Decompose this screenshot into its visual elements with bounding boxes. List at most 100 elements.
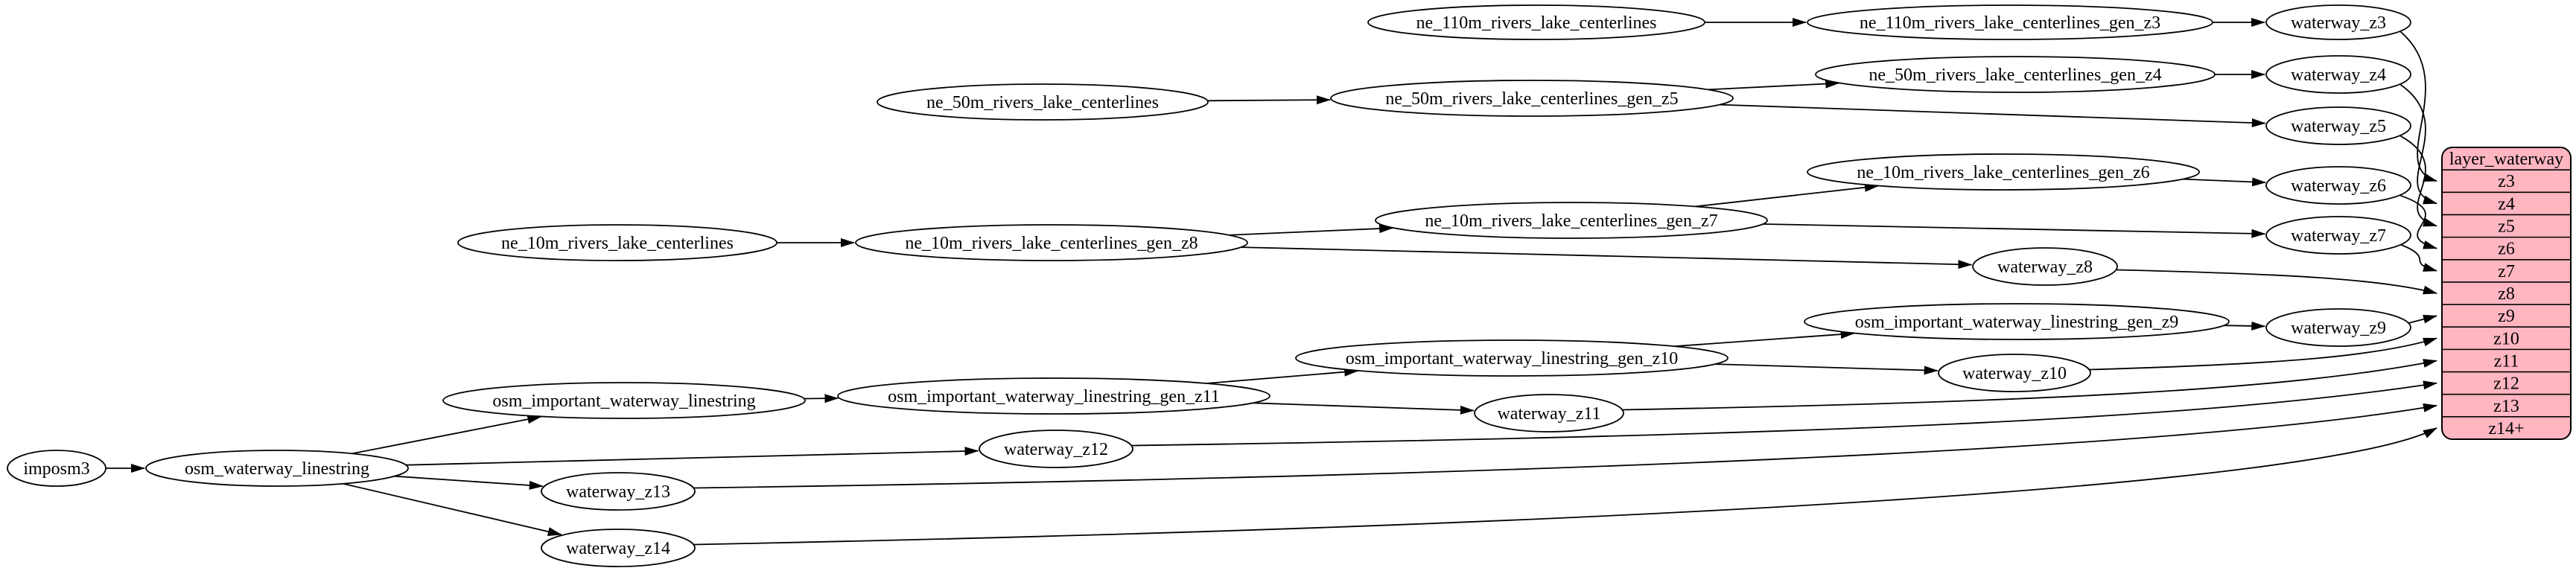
record-node-layer-waterway: layer_waterwayz3z4z5z6z7z8z9z10z11z12z13… — [2441, 147, 2572, 440]
node-shape-osm_important_waterway_linestring — [442, 382, 806, 419]
edge-waterway_z5-to-layer_waterway-z5 — [2400, 135, 2437, 227]
record-row-z13: z13 — [2493, 397, 2519, 416]
record-title: layer_waterway — [2449, 150, 2563, 169]
edge-osm_important_waterway_linestring_gen_z10-to-osm_important_waterway_linestring_gen_z9 — [1674, 330, 1855, 348]
edge-osm_waterway_linestring-to-osm_important_waterway_linestring — [352, 415, 542, 455]
node-label-waterway_z7: waterway_z7 — [2291, 226, 2386, 246]
record-row-z8: z8 — [2498, 284, 2515, 304]
edge-waterway_z14-to-layer_waterway-z14+ — [693, 427, 2437, 546]
node-shape-imposm3 — [7, 450, 106, 487]
node-shape-osm_important_waterway_linestring_gen_z9 — [1804, 303, 2230, 340]
record-row-z9: z9 — [2498, 307, 2515, 326]
node-shape-waterway_z6 — [2265, 166, 2411, 205]
node-shape-waterway_z4 — [2265, 55, 2411, 94]
node-shape-waterway_z9 — [2265, 308, 2411, 347]
edge-ne_50m_rivers_lake_centerlines_gen_z5-to-waterway_z5 — [1719, 103, 2266, 127]
node-label-waterway_z4: waterway_z4 — [2291, 66, 2386, 85]
edge-ne_10m_rivers_lake_centerlines_gen_z7-to-ne_10m_rivers_lake_centerlines_gen_z6 — [1694, 182, 1879, 208]
node-shape-osm_waterway_linestring — [145, 450, 409, 487]
node-shape-ne_10m_rivers_lake_centerlines_gen_z6 — [1807, 153, 2200, 191]
edge-osm_waterway_linestring-to-waterway_z13 — [394, 475, 544, 490]
node-ne_50m_rivers_lake_centerlines_gen_z4: ne_50m_rivers_lake_centerlines_gen_z4 — [1815, 56, 2216, 93]
node-ne_110m_rivers_lake_centerlines: ne_110m_rivers_lake_centerlines — [1367, 4, 1705, 40]
node-ne_10m_rivers_lake_centerlines_gen_z8: ne_10m_rivers_lake_centerlines_gen_z8 — [855, 224, 1248, 261]
node-label-ne_110m_rivers_lake_centerlines: ne_110m_rivers_lake_centerlines — [1416, 13, 1657, 33]
node-waterway_z12: waterway_z12 — [979, 430, 1133, 468]
node-shape-waterway_z8 — [1972, 247, 2118, 286]
node-osm_important_waterway_linestring: osm_important_waterway_linestring — [442, 382, 806, 419]
edge-osm_important_waterway_linestring-to-osm_important_waterway_linestring_gen_z11 — [804, 394, 839, 403]
edge-ne_10m_rivers_lake_centerlines_gen_z6-to-waterway_z6 — [2182, 177, 2267, 187]
node-ne_10m_rivers_lake_centerlines: ne_10m_rivers_lake_centerlines — [457, 224, 777, 261]
edge-waterway_z13-to-layer_waterway-z13 — [693, 403, 2437, 489]
node-ne_110m_rivers_lake_centerlines_gen_z3: ne_110m_rivers_lake_centerlines_gen_z3 — [1807, 4, 2213, 40]
node-shape-ne_110m_rivers_lake_centerlines — [1367, 4, 1705, 40]
node-ne_10m_rivers_lake_centerlines_gen_z6: ne_10m_rivers_lake_centerlines_gen_z6 — [1807, 153, 2200, 191]
node-shape-waterway_z3 — [2265, 4, 2411, 40]
node-ne_10m_rivers_lake_centerlines_gen_z7: ne_10m_rivers_lake_centerlines_gen_z7 — [1375, 202, 1768, 239]
node-shape-ne_50m_rivers_lake_centerlines_gen_z4 — [1815, 56, 2216, 93]
edge-osm_important_waterway_linestring_gen_z9-to-waterway_z9 — [2224, 321, 2266, 331]
node-label-ne_50m_rivers_lake_centerlines_gen_z4: ne_50m_rivers_lake_centerlines_gen_z4 — [1869, 66, 2161, 85]
node-imposm3: imposm3 — [7, 450, 106, 487]
node-label-waterway_z6: waterway_z6 — [2291, 176, 2386, 196]
node-label-waterway_z5: waterway_z5 — [2291, 117, 2386, 136]
record-row-z4: z4 — [2498, 194, 2515, 214]
node-label-ne_10m_rivers_lake_centerlines_gen_z8: ne_10m_rivers_lake_centerlines_gen_z8 — [905, 234, 1198, 253]
node-shape-ne_10m_rivers_lake_centerlines — [457, 224, 777, 261]
node-label-waterway_z10: waterway_z10 — [1962, 364, 2067, 383]
node-label-ne_50m_rivers_lake_centerlines: ne_50m_rivers_lake_centerlines — [926, 93, 1159, 112]
node-waterway_z11: waterway_z11 — [1474, 394, 1624, 433]
node-shape-ne_10m_rivers_lake_centerlines_gen_z8 — [855, 224, 1248, 261]
node-shape-osm_important_waterway_linestring_gen_z10 — [1295, 339, 1729, 377]
node-label-waterway_z13: waterway_z13 — [566, 482, 670, 502]
node-osm_waterway_linestring: osm_waterway_linestring — [145, 450, 409, 487]
node-label-imposm3: imposm3 — [23, 459, 89, 479]
node-label-osm_important_waterway_linestring: osm_important_waterway_linestring — [492, 392, 755, 411]
node-label-ne_10m_rivers_lake_centerlines: ne_10m_rivers_lake_centerlines — [501, 234, 734, 253]
node-waterway_z14: waterway_z14 — [541, 529, 696, 567]
node-shape-waterway_z12 — [979, 430, 1133, 468]
node-shape-ne_50m_rivers_lake_centerlines_gen_z5 — [1330, 80, 1734, 117]
edge-waterway_z12-to-layer_waterway-z12 — [1131, 380, 2437, 447]
node-waterway_z7: waterway_z7 — [2265, 216, 2411, 255]
edge-waterway_z7-to-layer_waterway-z7 — [2400, 243, 2437, 272]
edge-ne_50m_rivers_lake_centerlines_gen_z5-to-ne_50m_rivers_lake_centerlines_gen_z4 — [1708, 79, 1840, 91]
node-label-ne_10m_rivers_lake_centerlines_gen_z7: ne_10m_rivers_lake_centerlines_gen_z7 — [1425, 211, 1717, 231]
record-row-z11: z11 — [2494, 351, 2519, 371]
node-shape-ne_10m_rivers_lake_centerlines_gen_z7 — [1375, 202, 1768, 239]
node-shape-waterway_z10 — [1938, 354, 2091, 392]
node-label-ne_10m_rivers_lake_centerlines_gen_z6: ne_10m_rivers_lake_centerlines_gen_z6 — [1857, 163, 2149, 182]
node-label-waterway_z8: waterway_z8 — [1997, 258, 2093, 277]
node-shape-ne_50m_rivers_lake_centerlines — [877, 83, 1209, 121]
edge-osm_important_waterway_linestring_gen_z11-to-waterway_z11 — [1253, 402, 1475, 415]
edge-waterway_z3-to-layer_waterway-z3 — [2400, 31, 2437, 182]
edge-osm_important_waterway_linestring_gen_z11-to-osm_important_waterway_linestring_gen_z10 — [1206, 367, 1359, 384]
edge-waterway_z10-to-layer_waterway-z10 — [2089, 337, 2437, 371]
edge-ne_10m_rivers_lake_centerlines_gen_z8-to-waterway_z8 — [1241, 246, 1973, 269]
node-waterway_z9: waterway_z9 — [2265, 308, 2411, 347]
record-row-z5: z5 — [2498, 217, 2515, 237]
record-box — [2441, 147, 2572, 440]
edges-layer — [106, 18, 2437, 546]
node-waterway_z10: waterway_z10 — [1938, 354, 2091, 392]
node-label-waterway_z3: waterway_z3 — [2291, 13, 2386, 33]
node-waterway_z6: waterway_z6 — [2265, 166, 2411, 205]
node-label-osm_important_waterway_linestring_gen_z11: osm_important_waterway_linestring_gen_z1… — [888, 387, 1220, 406]
node-shape-ne_110m_rivers_lake_centerlines_gen_z3 — [1807, 4, 2213, 40]
record-row-z12: z12 — [2493, 374, 2519, 394]
node-waterway_z4: waterway_z4 — [2265, 55, 2411, 94]
edge-ne_10m_rivers_lake_centerlines_gen_z8-to-ne_10m_rivers_lake_centerlines_gen_z7 — [1228, 224, 1394, 236]
record-row-z14+: z14+ — [2488, 419, 2524, 438]
node-ne_50m_rivers_lake_centerlines: ne_50m_rivers_lake_centerlines — [877, 83, 1209, 121]
node-label-waterway_z12: waterway_z12 — [1004, 440, 1108, 459]
edge-waterway_z11-to-layer_waterway-z11 — [1622, 359, 2437, 411]
record-row-z7: z7 — [2498, 262, 2515, 281]
node-shape-waterway_z13 — [541, 472, 696, 511]
node-label-ne_110m_rivers_lake_centerlines_gen_z3: ne_110m_rivers_lake_centerlines_gen_z3 — [1860, 13, 2160, 33]
edge-osm_waterway_linestring-to-waterway_z14 — [343, 482, 562, 536]
node-waterway_z5: waterway_z5 — [2265, 106, 2411, 145]
node-osm_important_waterway_linestring_gen_z10: osm_important_waterway_linestring_gen_z1… — [1295, 339, 1729, 377]
